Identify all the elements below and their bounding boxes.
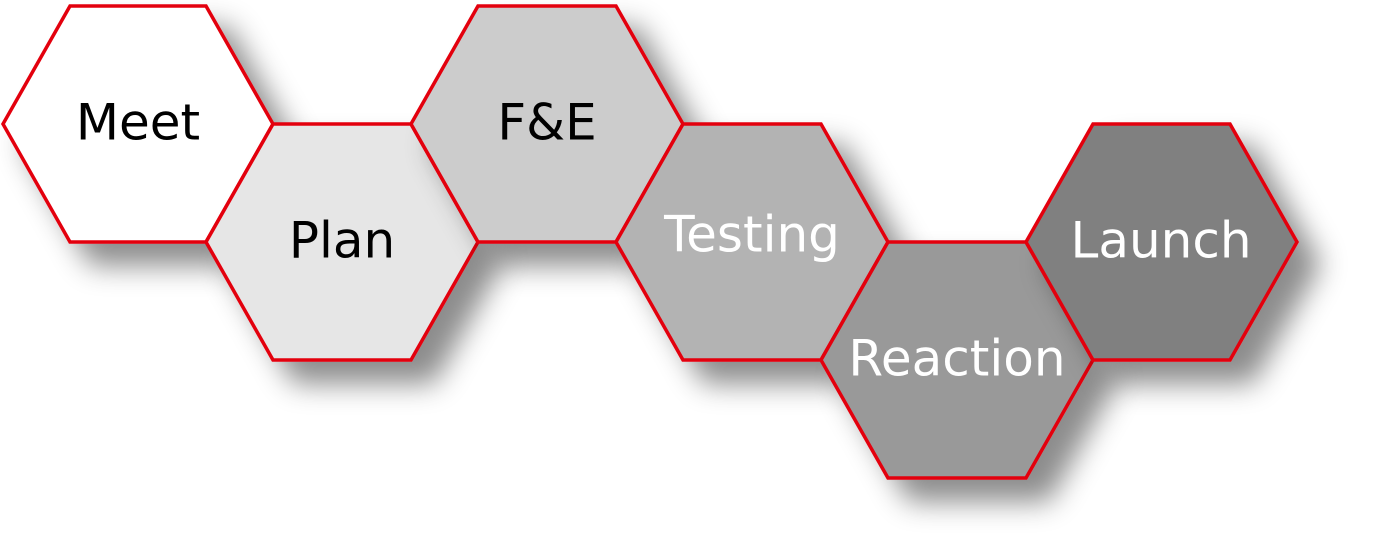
hex-label-reaction: Reaction [848, 330, 1065, 388]
hex-label-fe: F&E [497, 94, 596, 152]
hex-step-launch [1023, 122, 1300, 362]
hex-label-testing: Testing [663, 206, 840, 264]
hex-label-plan: Plan [289, 212, 395, 270]
hex-shape-launch [1023, 122, 1300, 362]
hex-label-meet: Meet [76, 94, 200, 152]
hex-label-launch: Launch [1070, 212, 1251, 270]
